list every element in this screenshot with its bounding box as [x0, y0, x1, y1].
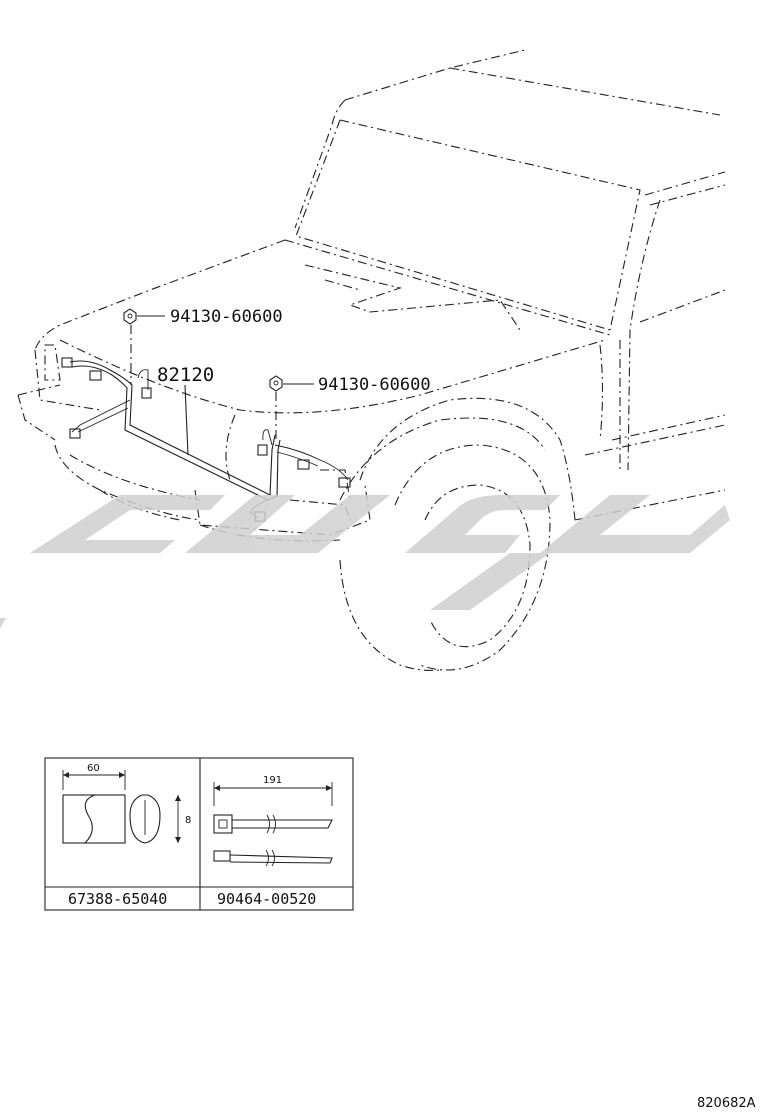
harness-part-label: 82120	[157, 364, 214, 386]
parts-table	[44, 757, 354, 911]
clip-illustration	[62, 770, 181, 844]
harness-connectors	[61, 357, 351, 522]
clip-width-dim: 60	[87, 763, 100, 774]
diagram-code: 820682A	[697, 1096, 756, 1111]
leader-lines	[130, 315, 314, 456]
tie-part-number: 90464-00520	[217, 890, 316, 908]
clip-part-number: 67388-65040	[68, 890, 167, 908]
vehicle-outline	[17, 49, 726, 671]
wire-harness	[69, 360, 349, 519]
nut-part-label-lower: 94130-60600	[318, 375, 431, 395]
nut-icon	[123, 308, 283, 392]
clip-height-dim: 8	[185, 815, 191, 826]
nut-part-label-upper: 94130-60600	[170, 307, 283, 327]
tie-length-dim: 191	[263, 775, 282, 786]
watermark-logo	[0, 495, 730, 628]
cable-tie-illustration	[213, 782, 333, 867]
